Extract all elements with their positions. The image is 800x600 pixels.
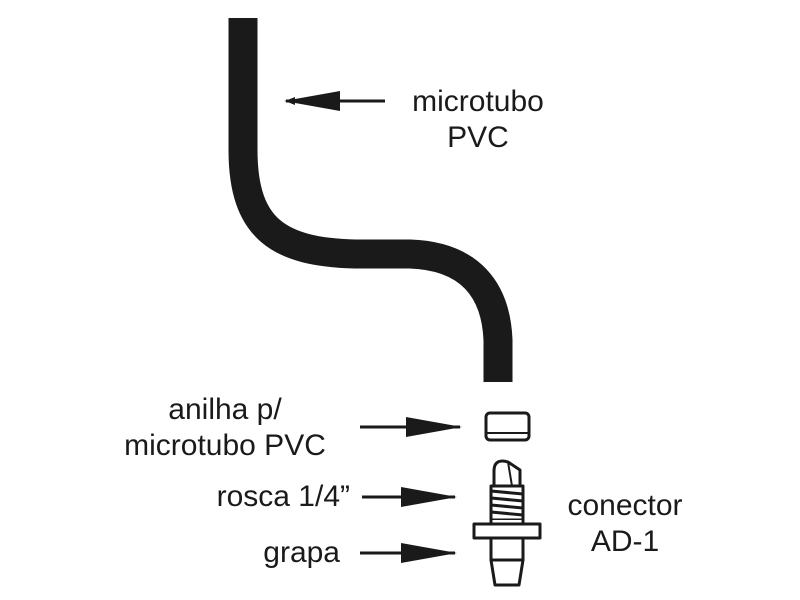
label-rosca: rosca 1/4” [216, 480, 350, 513]
label-microtubo-line2: PVC [447, 121, 509, 154]
pvc-microtube [228, 18, 513, 382]
conector-threads [490, 489, 524, 517]
label-conector: conector AD-1 [545, 488, 705, 560]
label-anilha-line2: microtubo PVC [124, 429, 326, 462]
label-anilha: anilha p/ microtubo PVC [105, 392, 345, 464]
conector-tip [492, 459, 522, 488]
arrow-grapa-head [401, 543, 457, 563]
arrow-microtubo-head [284, 91, 340, 111]
conector-flange [472, 522, 542, 540]
label-anilha-line1: anilha p/ [168, 393, 282, 426]
label-grapa: grapa [263, 536, 340, 569]
arrow-anilha-head [406, 417, 462, 437]
label-conector-line2: AD-1 [590, 525, 660, 558]
label-microtubo: microtubo PVC [393, 84, 563, 156]
arrow-rosca-head [401, 487, 457, 507]
conector-lower-body [489, 536, 525, 562]
label-conector-line1: conector [567, 489, 683, 522]
anilha-ring [484, 411, 531, 442]
label-microtubo-line1: microtubo [412, 85, 544, 118]
conector-lower-tip [489, 558, 525, 587]
conector-ad1 [472, 459, 542, 587]
